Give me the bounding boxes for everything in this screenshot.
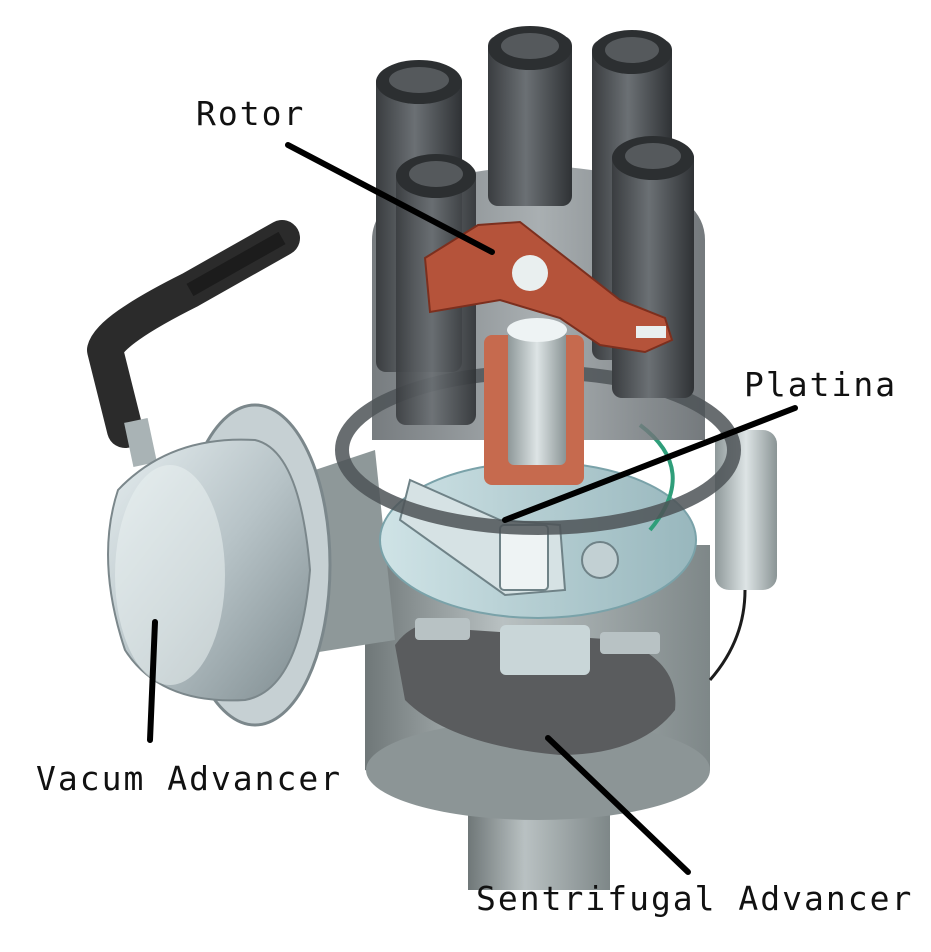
rotor-arm: [423, 220, 674, 354]
condenser: [715, 430, 777, 590]
rotor-leader: [285, 142, 495, 255]
breaker-points-label: Platina: [744, 365, 898, 404]
vacuum-hose: [87, 220, 300, 448]
platina-leader: [502, 405, 798, 523]
vacuum-leader: [147, 619, 158, 743]
centrifugal-weights: [395, 622, 676, 755]
rotor-label: Rotor: [196, 94, 306, 133]
centrifugal-advancer-label: Sentrifugal Advancer: [476, 879, 914, 918]
vacuum-advancer-label: Vacum Advancer: [36, 759, 343, 798]
centrifugal-leader: [545, 735, 691, 875]
